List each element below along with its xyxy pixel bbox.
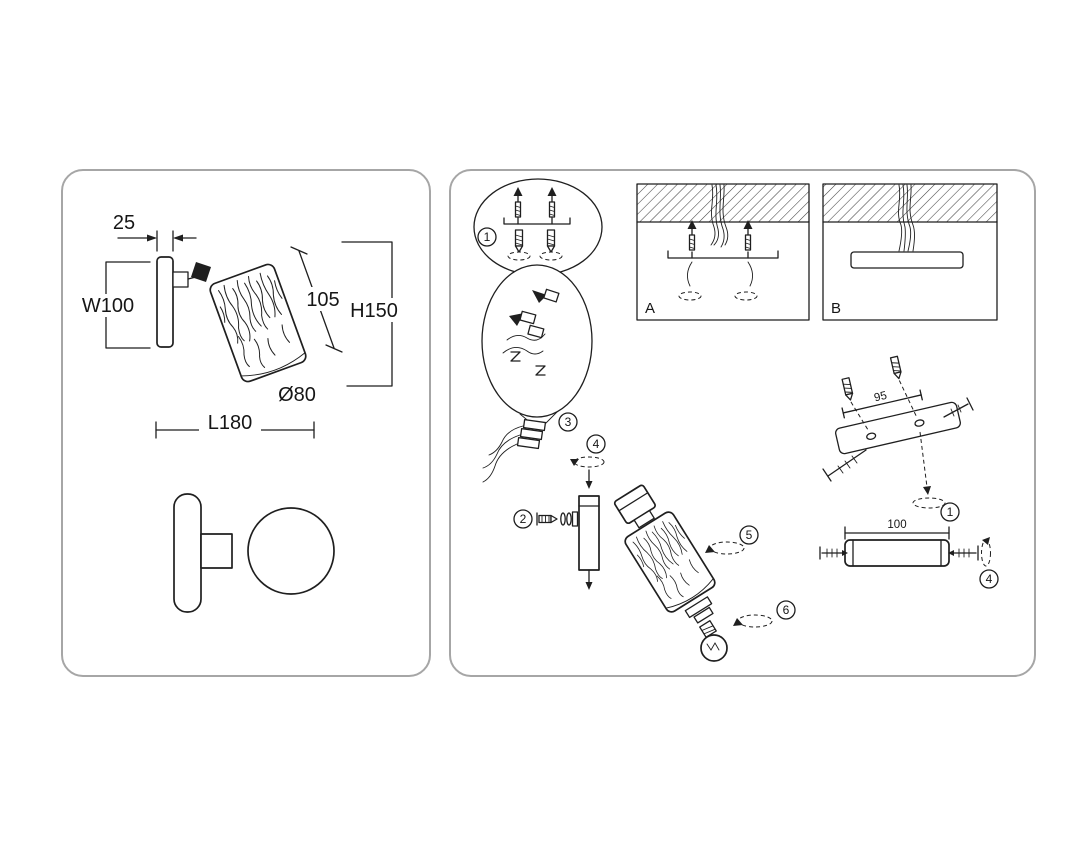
callout-1-anchors: 1 — [477, 227, 497, 247]
dim-width: W100 — [78, 261, 151, 349]
svg-text:1: 1 — [484, 230, 491, 244]
dim-height: H150 — [341, 241, 400, 387]
canopy-plate — [850, 251, 964, 269]
shade-collar — [684, 596, 714, 624]
bulb-front — [247, 507, 335, 595]
bracket-drop: 1 — [912, 431, 960, 522]
lamp-arm — [578, 495, 600, 590]
dim-bracket-label: 95 — [873, 390, 888, 405]
bracket-screw-left — [822, 449, 867, 482]
callout-3-terminal: 3 — [558, 412, 578, 432]
bulb — [699, 620, 728, 662]
wall-plate-side — [156, 256, 174, 348]
dim-shade-height: 105 — [290, 246, 343, 353]
dim-length: L180 — [155, 411, 315, 439]
threaded-rod: 100 4 — [819, 517, 999, 589]
anchors-callout: 1 — [473, 178, 603, 276]
lamp-shade-side — [209, 263, 307, 383]
dim-diameter-label: Ø80 — [278, 384, 316, 406]
ceiling-wires-b — [898, 184, 915, 252]
svg-text:4: 4 — [986, 572, 993, 586]
option-a-label: A — [645, 300, 655, 317]
pivot-joint — [172, 262, 211, 288]
svg-text:6: 6 — [783, 603, 790, 617]
rod-screw-left — [819, 546, 848, 560]
front-view — [173, 493, 335, 613]
dim-length-label: L180 — [208, 412, 253, 434]
terminal-block — [482, 418, 547, 483]
svg-text:4: 4 — [593, 437, 600, 451]
right-panel: 1 A — [449, 169, 1036, 677]
shade-rotation: 5 — [705, 525, 759, 555]
lamp-shade — [624, 511, 716, 613]
left-panel: 25 W100 — [61, 169, 431, 677]
dim-width-label: W100 — [82, 295, 134, 317]
svg-text:2: 2 — [520, 512, 527, 526]
side-view: 25 W100 — [78, 212, 400, 439]
socket — [613, 484, 656, 529]
mounting-bracket: 95 — [835, 355, 961, 455]
mount-option-a: A — [636, 183, 810, 321]
option-b-label: B — [831, 300, 841, 317]
dim-shade-height-label: 105 — [306, 289, 339, 311]
rod-screw-right — [948, 537, 991, 567]
bracket-screw-right — [943, 397, 974, 418]
dim-depth: 25 — [113, 212, 197, 252]
wiring-callout — [481, 264, 593, 425]
set-screw: 2 — [513, 509, 579, 529]
dim-height-label: H150 — [350, 300, 398, 322]
svg-text:3: 3 — [565, 415, 572, 429]
lamp-arm-front — [200, 533, 233, 569]
svg-text:1: 1 — [947, 505, 954, 519]
wall-plate-front — [173, 493, 202, 613]
mount-option-b: B — [822, 183, 998, 321]
ceiling-wires-a — [710, 184, 729, 248]
rod-rotation: 4 — [570, 434, 606, 489]
dim-rod-label: 100 — [887, 519, 906, 531]
bulb-rotation: 6 — [733, 600, 796, 628]
svg-text:5: 5 — [746, 528, 753, 542]
dim-depth-label: 25 — [113, 212, 135, 234]
